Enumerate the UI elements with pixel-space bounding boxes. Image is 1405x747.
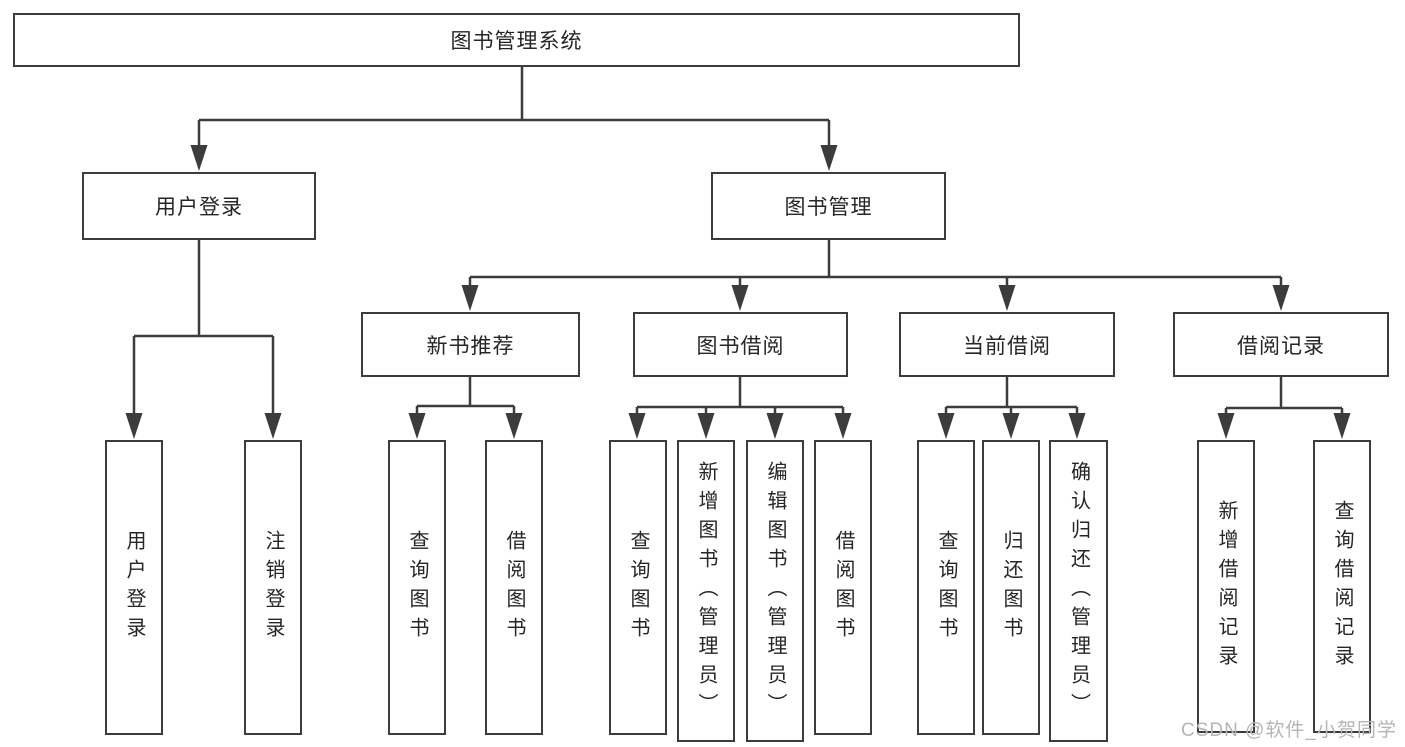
arrow-down-icon — [820, 145, 838, 171]
node-label: 新增借阅记录 — [1215, 499, 1237, 674]
arrow-down-icon — [505, 413, 523, 439]
arrow-down-icon — [731, 285, 749, 311]
arrow-down-icon — [998, 285, 1016, 311]
node-label: 新书推荐 — [426, 334, 515, 358]
node-label: 查询借阅记录 — [1331, 499, 1353, 674]
leaf-borrow-book-1: 借阅图书 — [485, 440, 543, 735]
node-label: 查询图书 — [627, 529, 649, 646]
arrow-down-icon — [1333, 413, 1351, 439]
arrow-down-icon — [1217, 413, 1235, 439]
node-label: 用户登录 — [155, 196, 243, 219]
node-label: 确认归还（管理员） — [1067, 460, 1090, 722]
node-label: 归还图书 — [1000, 529, 1022, 646]
node-label: 图书管理 — [784, 196, 873, 219]
node-label: 注销登录 — [262, 529, 284, 646]
arrow-down-icon — [125, 413, 143, 439]
leaf-logout: 注销登录 — [244, 440, 302, 735]
leaf-edit-book-admin: 编辑图书（管理员） — [746, 440, 804, 742]
leaf-query-borrow-record: 查询借阅记录 — [1313, 440, 1371, 733]
leaf-add-book-admin: 新增图书（管理员） — [677, 440, 735, 742]
node-label: 图书借阅 — [696, 334, 785, 358]
arrow-down-icon — [408, 413, 426, 439]
node-label: 借阅图书 — [832, 529, 854, 646]
node-user-login: 用户登录 — [82, 172, 316, 240]
node-borrow-record: 借阅记录 — [1173, 312, 1389, 377]
arrow-down-icon — [834, 413, 852, 439]
node-label: 新增图书（管理员） — [695, 460, 717, 722]
arrow-down-icon — [461, 285, 479, 311]
connector-new-book-branch — [415, 377, 516, 414]
watermark: CSDN @软件_小贺同学 — [1181, 720, 1397, 741]
node-book-management: 图书管理 — [711, 172, 946, 240]
node-label: 编辑图书（管理员） — [764, 460, 786, 722]
connector-user-login-branch — [132, 240, 275, 414]
leaf-confirm-return-admin: 确认归还（管理员） — [1049, 440, 1108, 742]
leaf-user-login: 用户登录 — [105, 440, 163, 735]
connector-arrowheads — [125, 145, 1351, 439]
leaf-return-book: 归还图书 — [982, 440, 1040, 735]
arrow-down-icon — [697, 413, 715, 439]
arrow-down-icon — [1002, 413, 1020, 439]
node-label: 用户登录 — [123, 529, 145, 646]
arrow-down-icon — [937, 413, 955, 439]
arrow-down-icon — [1068, 413, 1086, 439]
arrow-down-icon — [190, 145, 208, 171]
node-label: 借阅图书 — [503, 529, 525, 646]
leaf-query-book-1: 查询图书 — [388, 440, 446, 735]
connector-book-borrow-branch — [635, 377, 845, 414]
connector-borrow-record-branch — [1224, 377, 1344, 414]
node-new-book-recommend: 新书推荐 — [361, 312, 580, 377]
connector-book-management-branch — [468, 240, 1283, 288]
node-root-system: 图书管理系统 — [13, 13, 1020, 67]
leaf-query-book-3: 查询图书 — [917, 440, 975, 735]
connector-lines — [132, 67, 1344, 414]
node-label: 查询图书 — [406, 529, 428, 646]
leaf-add-borrow-record: 新增借阅记录 — [1197, 440, 1255, 733]
arrow-down-icon — [628, 413, 646, 439]
connector-root — [197, 67, 831, 147]
node-label: 图书管理系统 — [450, 30, 583, 53]
arrow-down-icon — [1272, 285, 1290, 311]
connector-current-borrow-branch — [944, 377, 1079, 414]
node-label: 查询图书 — [935, 529, 957, 646]
node-label: 当前借阅 — [963, 334, 1051, 358]
arrow-down-icon — [766, 413, 784, 439]
node-current-borrow: 当前借阅 — [899, 312, 1115, 377]
arrow-down-icon — [264, 413, 282, 439]
node-book-borrow: 图书借阅 — [633, 312, 848, 377]
leaf-query-book-2: 查询图书 — [609, 440, 667, 735]
leaf-borrow-book-2: 借阅图书 — [814, 440, 872, 735]
node-label: 借阅记录 — [1237, 334, 1325, 358]
